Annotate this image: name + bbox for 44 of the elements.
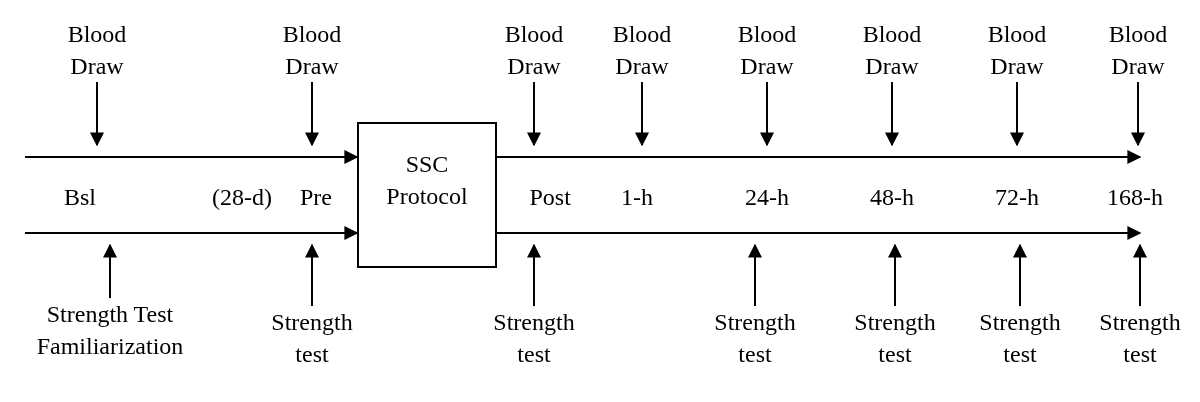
arrow: [888, 243, 902, 307]
arrow: [1010, 81, 1024, 147]
timepoint-label: Blood Draw: [267, 18, 357, 82]
arrow: [760, 81, 774, 147]
timepoint-label: Strength test: [700, 306, 810, 370]
timepoint-label: Strength test: [840, 306, 950, 370]
process-box: SSC Protocol: [357, 122, 497, 268]
timepoint-label: Strength test: [965, 306, 1075, 370]
arrow: [90, 81, 104, 147]
time-label: 1-h: [621, 183, 653, 211]
time-label: Post: [529, 183, 571, 211]
arrow: [1013, 243, 1027, 307]
time-label: Pre: [300, 183, 332, 211]
timepoint-label: Strength test: [479, 306, 589, 370]
timepoint-label: Blood Draw: [722, 18, 812, 82]
arrow: [1131, 81, 1145, 147]
arrow: [305, 81, 319, 147]
timepoint-label: Blood Draw: [52, 18, 142, 82]
arrow: [103, 243, 117, 299]
arrow: [748, 243, 762, 307]
arrow: [635, 81, 649, 147]
arrow: [305, 243, 319, 307]
arrow: [496, 226, 1142, 240]
arrow: [496, 150, 1142, 164]
time-label: 48-h: [870, 183, 914, 211]
arrow: [24, 226, 359, 240]
timepoint-label: Strength test: [257, 306, 367, 370]
timepoint-label: Blood Draw: [1093, 18, 1183, 82]
time-label: 168-h: [1107, 183, 1163, 211]
timepoint-label: Blood Draw: [489, 18, 579, 82]
arrow: [1133, 243, 1147, 307]
time-label: Bsl: [64, 183, 96, 211]
arrow: [527, 81, 541, 147]
timepoint-label: Blood Draw: [972, 18, 1062, 82]
time-label: (28-d): [212, 183, 272, 211]
timepoint-label: Blood Draw: [597, 18, 687, 82]
timepoint-label: Strength Test Familiarization: [20, 298, 200, 362]
arrow: [24, 150, 359, 164]
time-label: 72-h: [995, 183, 1039, 211]
arrow: [527, 243, 541, 307]
timepoint-label: Strength test: [1085, 306, 1195, 370]
time-label: 24-h: [745, 183, 789, 211]
arrow: [885, 81, 899, 147]
timepoint-label: Blood Draw: [847, 18, 937, 82]
